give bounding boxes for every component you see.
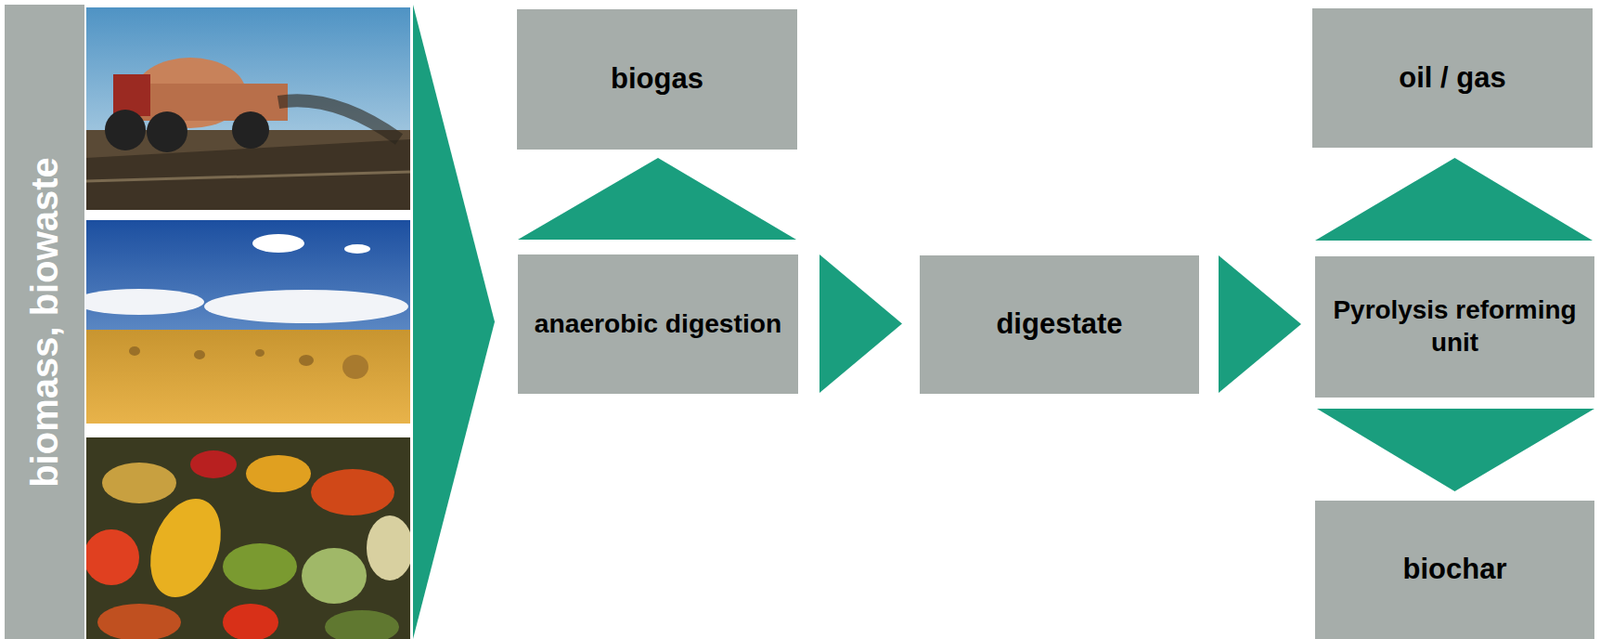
field-photo: [74, 219, 411, 424]
box-label: Pyrolysis reforming unit: [1315, 294, 1595, 360]
process-box: biochar: [1315, 500, 1595, 639]
input-band: biomass, biowaste: [4, 4, 85, 639]
biowaste-photo: [86, 437, 411, 639]
process-box: biogas: [516, 9, 798, 150]
process-box: Pyrolysis reforming unit: [1315, 256, 1595, 398]
box-label: biomass, biowaste: [21, 156, 68, 488]
flow-arrow: [1316, 408, 1595, 491]
process-box: anaerobic digestion: [517, 254, 799, 394]
box-label: oil / gas: [1385, 60, 1519, 97]
flow-arrow: [1218, 255, 1302, 393]
box-label: biogas: [597, 61, 717, 98]
tractor-photo: [86, 7, 411, 210]
flow-arrow: [412, 4, 495, 639]
box-label: biochar: [1390, 551, 1521, 588]
flow-arrow: [1315, 157, 1593, 241]
process-box: oil / gas: [1312, 8, 1593, 148]
flow-arrow: [517, 157, 797, 240]
process-box: digestate: [919, 255, 1200, 394]
box-label: anaerobic digestion: [521, 307, 795, 340]
flow-arrow: [819, 254, 903, 393]
box-label: digestate: [982, 306, 1136, 343]
